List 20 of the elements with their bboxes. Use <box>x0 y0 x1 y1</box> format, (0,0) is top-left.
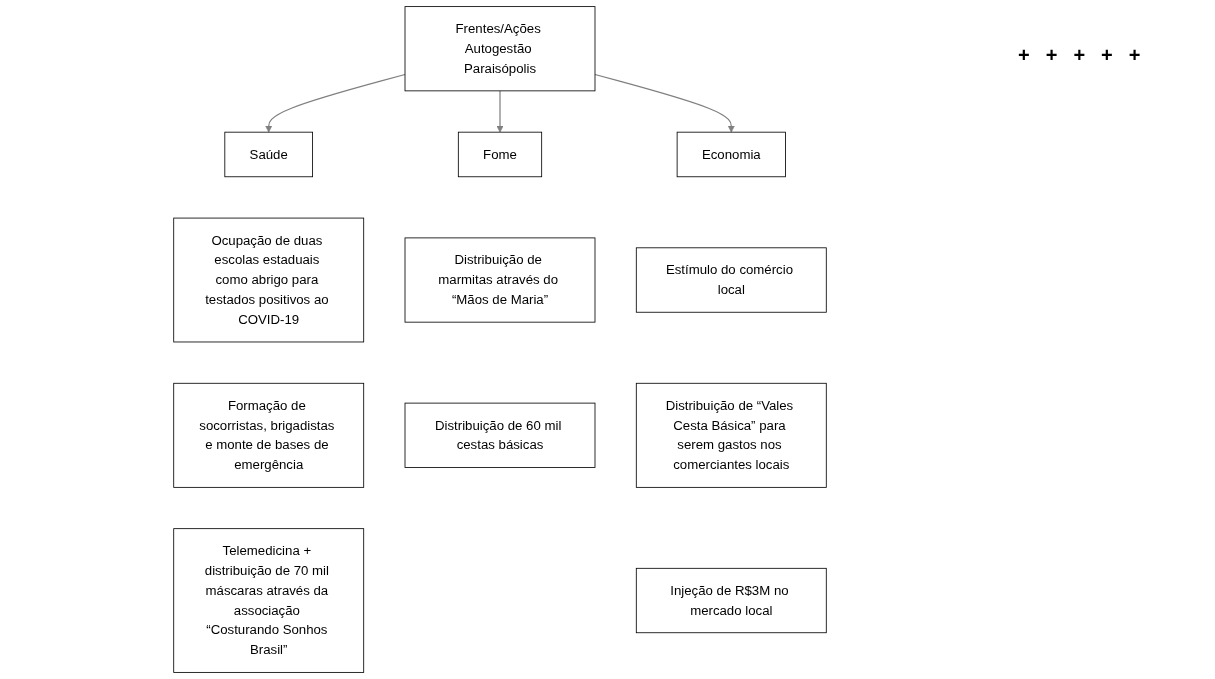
node-box: Formação de socorristas, brigadistas e monte de bases de emergência <box>173 382 365 488</box>
node-box: Estímulo do comércio local <box>635 247 827 313</box>
node-box: Saúde <box>224 131 313 178</box>
plus-sign: + <box>1018 44 1030 67</box>
node-box: Telemedicina + distribuição de 70 mil máscaras através da associação “Costurando Sonhos Brasil” <box>173 528 365 673</box>
arrow <box>496 90 504 133</box>
node-box: Distribuição de 60 mil cestas básicas <box>404 402 596 468</box>
node-box: Fome <box>457 131 543 178</box>
node-box: Injeção de R$3M no mercado local <box>635 567 827 634</box>
plus-sign: + <box>1073 44 1086 67</box>
arrow <box>594 73 735 133</box>
node-box: Frentes/Ações Autogestão Paraisópolis <box>404 6 596 92</box>
node-box: Ocupação de duas escolas estaduais como abrigo para testados positivos ao COVID-19 <box>173 217 365 343</box>
plus-sign: + <box>1128 44 1141 67</box>
node-box: Distribuição de “Vales Cesta Básica” para serem gastos nos comerciantes locais <box>635 382 827 488</box>
plus-sign: + <box>1101 44 1113 67</box>
node-box: Economia <box>676 131 786 178</box>
plus-sign: + <box>1045 44 1058 67</box>
arrow <box>265 73 406 133</box>
node-box: Distribuição de marmitas através do “Mãos de Maria” <box>404 237 596 323</box>
